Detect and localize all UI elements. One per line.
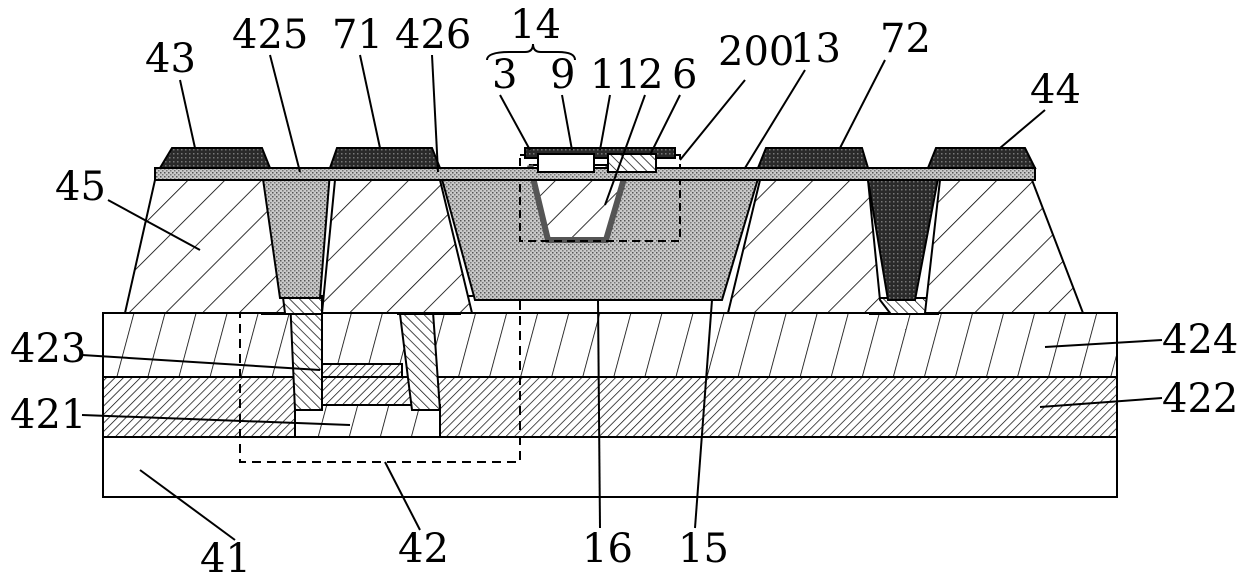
label-44: 44 [1030,67,1081,113]
label-6: 6 [672,52,697,98]
label-15: 15 [678,526,729,572]
electrode-44 [928,148,1035,168]
label-71: 71 [332,12,383,58]
leader-71 [360,55,380,148]
label-45: 45 [55,164,106,210]
label-14: 14 [510,2,561,48]
label-2: 2 [638,52,663,98]
leader-72 [840,60,885,148]
leader-44 [1000,110,1045,148]
label-11: 11 [590,52,641,98]
label-41: 41 [200,536,251,581]
element-11 [608,154,656,172]
active-layer-423 [318,364,402,377]
label-424: 424 [1162,317,1238,363]
label-426: 426 [395,12,471,58]
label-43: 43 [145,36,196,82]
planarization-45-left [125,180,285,313]
substrate-41 [103,437,1117,497]
leader-11 [600,95,610,150]
electrode-43 [160,148,270,168]
leader-6 [650,95,680,155]
label-13: 13 [790,26,841,72]
label-9: 9 [550,52,575,98]
leader-43 [180,80,195,148]
leader-425 [270,55,300,172]
layer-422 [103,377,1117,437]
label-72: 72 [880,16,931,62]
label-423: 423 [10,326,86,372]
label-422: 422 [1162,376,1238,422]
label-425: 425 [232,12,308,58]
electrode-72 [758,148,868,168]
label-42: 42 [398,526,449,572]
label-200: 200 [718,29,794,75]
label-3: 3 [492,52,517,98]
electrode-71 [330,148,440,168]
label-16: 16 [582,526,633,572]
layer-424 [103,313,1117,377]
label-421: 421 [10,392,86,438]
element-9 [538,154,594,172]
leader-9 [562,95,572,150]
leader-3 [500,95,530,150]
planarization-45-right2 [925,180,1083,313]
